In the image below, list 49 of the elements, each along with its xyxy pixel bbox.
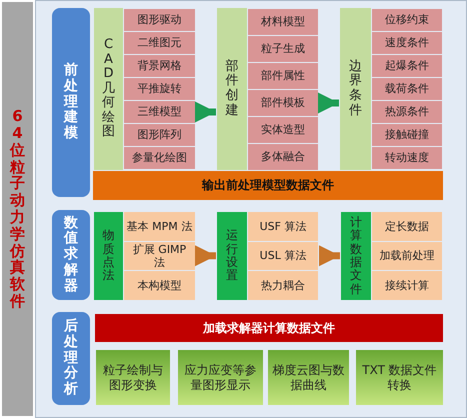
group-label: 运行设置	[217, 212, 247, 300]
output-bar: 输出前处理模型数据文件	[93, 171, 443, 200]
item-box: 本构模型	[124, 271, 195, 300]
item-box: USF 算法	[248, 212, 318, 240]
item-box: 载荷条件	[372, 78, 442, 100]
item-box: 接触碰撞	[372, 124, 442, 146]
arrow	[318, 92, 339, 114]
group-label: CAD几何绘图	[94, 8, 123, 170]
item-box: 部件模板	[248, 90, 318, 116]
item-box: 速度条件	[372, 32, 442, 54]
item-box: 平推旋转	[124, 78, 195, 100]
item-box: 参量化绘图	[124, 147, 195, 169]
item-box: 起爆条件	[372, 55, 442, 77]
item-box: 热源条件	[372, 101, 442, 123]
item-box: 三维模型	[124, 101, 195, 123]
result-box: 应力应变等参量图形显示	[178, 350, 263, 405]
section-label: 前处理建模	[52, 8, 90, 197]
item-box: 扩展 GIMP 法	[124, 242, 195, 270]
item-box: 图形阵列	[124, 124, 195, 146]
arrow	[195, 102, 216, 122]
item-box: 热力耦合	[248, 271, 318, 300]
section-label: 数值求解器	[52, 210, 90, 300]
item-box: 图形驱动	[124, 9, 195, 31]
item-box: 材料模型	[248, 9, 318, 35]
group-label: 部件创建	[217, 8, 247, 170]
group-label: 物质点法	[94, 212, 123, 300]
item-box: 多体融合	[248, 144, 318, 170]
item-box: 基本 MPM 法	[124, 212, 195, 240]
group-label: 边界条件	[340, 8, 371, 170]
group-label: 计算数据文件	[341, 212, 371, 300]
item-box: 接续计算	[372, 271, 442, 300]
input-bar: 加载求解器计算数据文件	[95, 314, 443, 342]
item-box: 背景网格	[124, 55, 195, 77]
section-label: 后处理分析	[52, 312, 90, 405]
item-box: 转动速度	[372, 147, 442, 169]
item-box: 部件属性	[248, 63, 318, 89]
item-box: 定长数据	[372, 212, 442, 240]
result-box: TXT 数据文件转换	[356, 350, 443, 405]
item-box: 位移约束	[372, 9, 442, 31]
item-box: 实体造型	[248, 117, 318, 143]
item-box: 二维图元	[124, 32, 195, 54]
item-box: 粒子生成	[248, 36, 318, 62]
arrow	[319, 245, 340, 266]
result-box: 梯度云图与数据曲线	[268, 350, 349, 405]
item-box: 加载前处理	[372, 242, 442, 270]
title-band: 64位粒子动力学仿真软件	[2, 2, 33, 416]
result-box: 粒子绘制与图形变换	[96, 350, 170, 405]
item-box: USL 算法	[248, 242, 318, 270]
arrow	[195, 245, 216, 266]
